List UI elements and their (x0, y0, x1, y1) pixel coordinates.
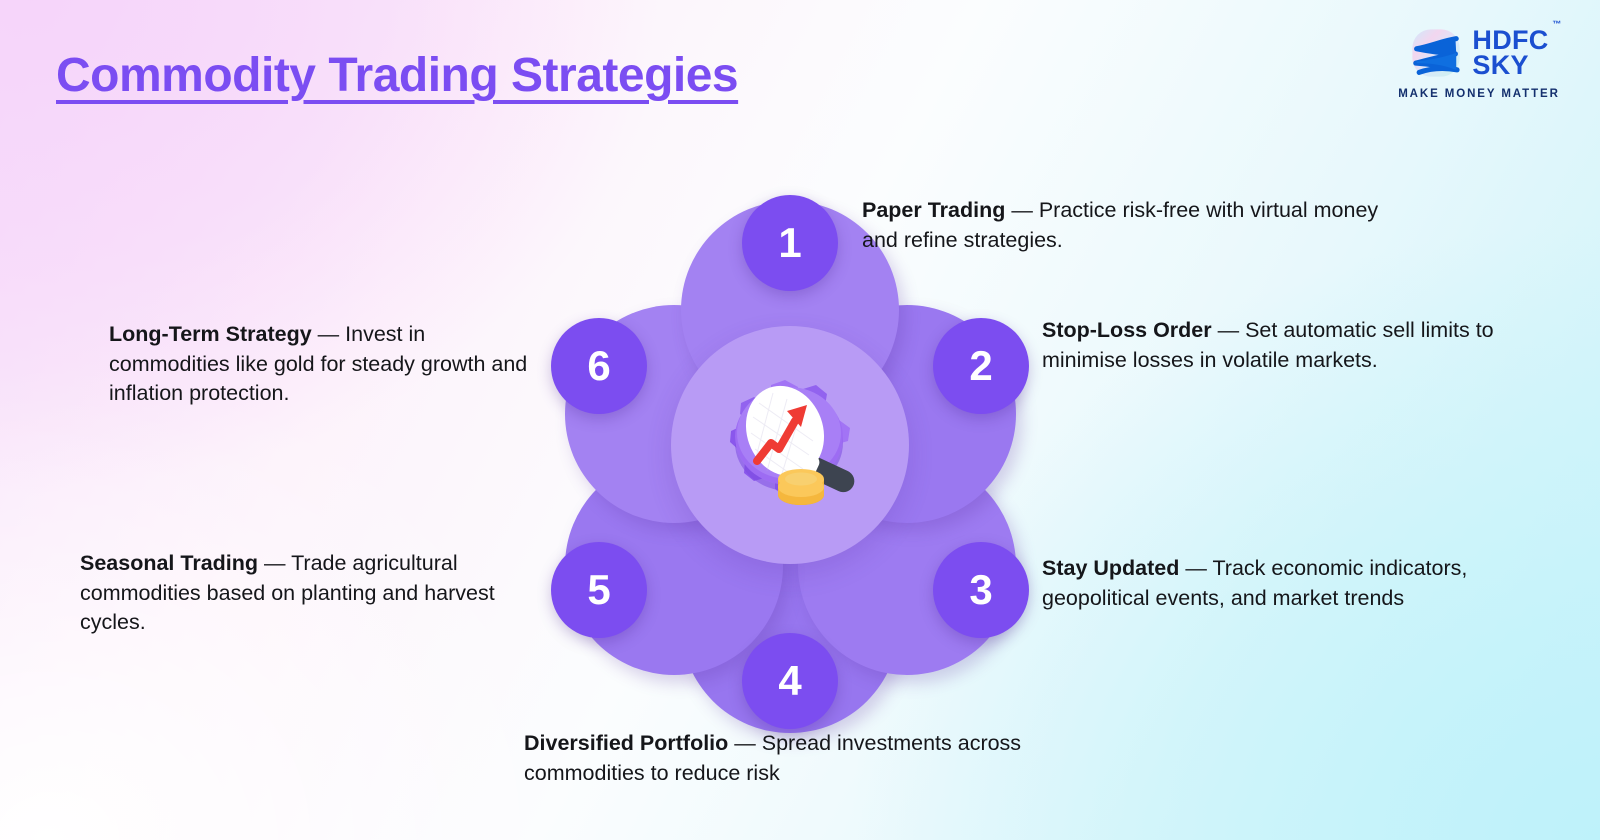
logo-line-2: SKY (1472, 50, 1529, 80)
caption-6-lead: Long-Term Strategy (109, 322, 312, 346)
caption-6: Long-Term Strategy — Invest in commoditi… (109, 320, 529, 409)
caption-5-dash: — (258, 551, 292, 575)
logo-tagline: MAKE MONEY MATTER (1398, 88, 1560, 100)
caption-4-body: Spread investments across commodities to… (524, 731, 1022, 785)
caption-1-body: Practice risk-free with virtual money an… (862, 198, 1379, 252)
center-disc (671, 326, 909, 564)
brand-logo: HDFC SKY ™ MAKE MONEY MATTER (1384, 20, 1574, 100)
caption-4: Diversified Portfolio — Spread investmen… (524, 729, 1094, 788)
step-badge-1[interactable]: 1 (742, 195, 838, 291)
logo-line-1: HDFC (1472, 25, 1549, 56)
gear-magnifier-growth-coins-icon (730, 380, 855, 505)
logo-row: HDFC SKY ™ (1409, 20, 1561, 80)
caption-5-body: Trade agricultural commodities based on … (80, 551, 495, 635)
caption-3-dash: — (1179, 556, 1213, 580)
caption-1-lead: Paper Trading (862, 198, 1006, 222)
caption-1-dash: — (1005, 198, 1039, 222)
caption-6-dash: — (311, 322, 346, 346)
caption-3-body: Track economic indicators, geopolitical … (1042, 556, 1468, 610)
caption-3: Stay Updated — Track economic indicators… (1042, 554, 1512, 613)
logo-wordmark: HDFC SKY ™ (1472, 20, 1561, 80)
caption-2-lead: Stop-Loss Order (1042, 318, 1212, 342)
step-badge-6[interactable]: 6 (551, 318, 647, 414)
step-badge-4[interactable]: 4 (742, 633, 838, 729)
caption-1: Paper Trading — Practice risk-free with … (862, 196, 1392, 255)
caption-3-lead: Stay Updated (1042, 556, 1180, 580)
step-badge-5[interactable]: 5 (551, 542, 647, 638)
hdfc-sky-swoosh-logo-icon (1412, 29, 1461, 77)
caption-2-body: Set automatic sell limits to minimise lo… (1042, 318, 1494, 372)
step-badge-2[interactable]: 2 (933, 318, 1029, 414)
page-title: Commodity Trading Strategies (56, 49, 739, 102)
caption-6-body: Invest in commodities like gold for stea… (109, 322, 528, 406)
caption-5-lead: Seasonal Trading (80, 551, 259, 575)
flower-diagram: 1 2 3 4 5 6 (540, 195, 1040, 733)
caption-5: Seasonal Trading — Trade agricultural co… (80, 549, 530, 638)
caption-2: Stop-Loss Order — Set automatic sell lim… (1042, 316, 1502, 375)
step-badge-3[interactable]: 3 (933, 542, 1029, 638)
trademark-symbol: ™ (1552, 19, 1562, 30)
caption-4-dash: — (728, 731, 762, 755)
caption-2-dash: — (1211, 318, 1246, 342)
caption-4-lead: Diversified Portfolio (524, 731, 729, 755)
